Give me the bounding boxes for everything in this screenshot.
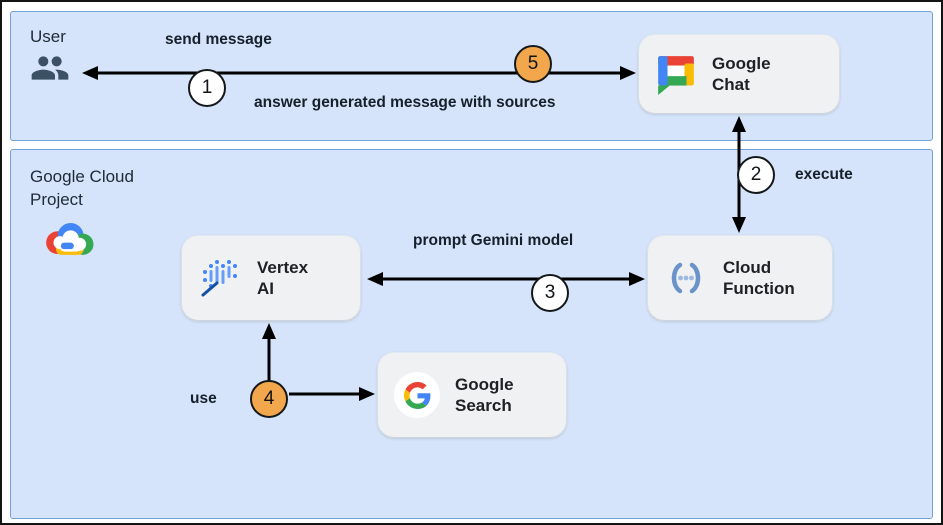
cloud-panel-title-line1: Google Cloud xyxy=(30,167,134,186)
users-icon-svg xyxy=(31,56,69,80)
google-cloud-icon-svg xyxy=(46,223,94,255)
execute-label: execute xyxy=(795,166,853,183)
users-icon xyxy=(26,48,74,88)
cloud-function-node: Cloud Function xyxy=(648,236,832,320)
vertex-ai-label: Vertex AI xyxy=(257,257,308,300)
google-search-label-line1: Google xyxy=(455,374,514,394)
step-4-badge: 4 xyxy=(250,380,288,418)
cloud-function-icon xyxy=(664,256,708,300)
step-1-badge: 1 xyxy=(188,69,226,107)
send-message-label: send message xyxy=(165,31,272,48)
google-g-icon xyxy=(394,372,440,418)
google-search-label-line2: Search xyxy=(455,396,512,415)
google-cloud-icon xyxy=(38,218,100,264)
cloud-function-icon-svg xyxy=(671,262,701,294)
google-search-label: Google Search xyxy=(455,374,514,417)
vertex-ai-label-line2: AI xyxy=(257,279,274,298)
google-search-node: Google Search xyxy=(378,353,566,437)
user-panel-title: User xyxy=(30,27,66,46)
google-cloud-panel xyxy=(10,149,933,519)
google-chat-label-line1: Google xyxy=(712,53,771,73)
answer-label-main: answer generated message xyxy=(254,94,457,111)
cloud-panel-title-line2: Project xyxy=(30,189,83,209)
google-chat-label-line2: Chat xyxy=(712,75,750,94)
step-3-badge: 3 xyxy=(531,274,569,312)
prompt-gemini-label: prompt Gemini model xyxy=(413,232,574,249)
vertex-ai-node: Vertex AI xyxy=(182,236,360,320)
google-chat-icon-svg xyxy=(658,56,694,95)
vertex-ai-icon xyxy=(198,256,242,300)
google-chat-icon xyxy=(655,53,697,95)
answer-label-emphasis: with sources xyxy=(460,94,556,111)
cloud-function-label: Cloud Function xyxy=(723,257,795,300)
google-g-icon-svg xyxy=(403,381,430,409)
use-label: use xyxy=(190,390,217,407)
step-2-badge: 2 xyxy=(737,156,775,194)
cloud-function-label-line2: Function xyxy=(723,279,795,298)
google-chat-node: Google Chat xyxy=(639,35,839,113)
cloud-function-label-line1: Cloud xyxy=(723,257,772,277)
cloud-panel-title: Google Cloud Project xyxy=(30,166,134,212)
vertex-ai-icon-svg xyxy=(201,260,237,297)
step-5-badge: 5 xyxy=(514,45,552,83)
answer-label: answer generated message with sources xyxy=(254,94,556,112)
google-chat-label: Google Chat xyxy=(712,53,771,96)
vertex-ai-label-line1: Vertex xyxy=(257,257,309,277)
